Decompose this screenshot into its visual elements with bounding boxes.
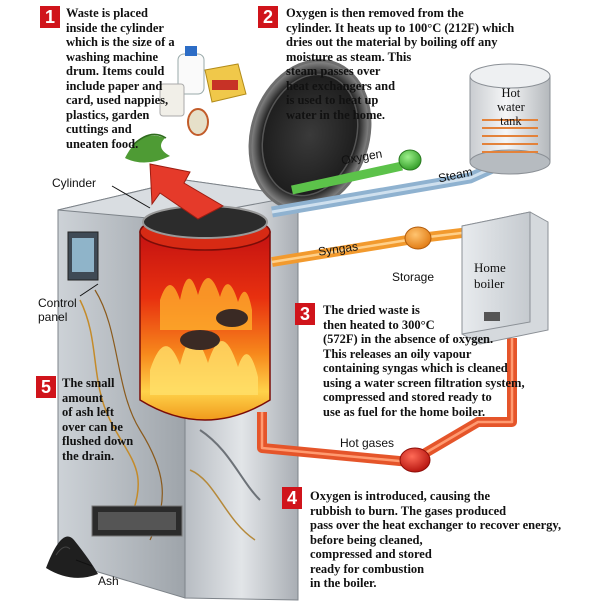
step-5-badge: 5 <box>36 376 56 398</box>
syngas-pipe <box>271 226 471 267</box>
step-3-badge: 3 <box>295 303 315 325</box>
ash-pile <box>46 536 98 578</box>
step-2-badge: 2 <box>258 6 278 28</box>
step-4-text: Oxygen is introduced, causing the rubbis… <box>310 489 562 590</box>
step-3-text: The dried waste is then heated to 300°C … <box>323 303 525 419</box>
label-ash: Ash <box>98 574 119 588</box>
cylinder <box>139 205 271 421</box>
step-1-badge: 1 <box>40 6 60 28</box>
label-cylinder: Cylinder <box>52 176 97 190</box>
leader-lines <box>75 185 151 567</box>
step-1-text: Waste is placed inside the cylinder whic… <box>66 6 175 151</box>
step-5-text: The small amount of ash left over can be… <box>62 376 134 463</box>
hot-water-tank <box>469 63 551 175</box>
step-2-text: Oxygen is then removed from the cylinder… <box>286 6 515 122</box>
waste-items <box>125 46 247 163</box>
hot-gases-pipe <box>257 338 517 473</box>
label-control-panel: Control panel <box>38 296 77 324</box>
label-hot-water-tank: Hot water tank <box>497 86 525 128</box>
oxygen-pipe <box>291 149 422 195</box>
waste-in-arrow <box>149 163 225 220</box>
step-4-badge: 4 <box>282 487 302 509</box>
home-boiler <box>461 211 549 345</box>
label-home-boiler: Home boiler <box>474 260 506 291</box>
label-hot-gases: Hot gases <box>340 436 395 450</box>
label-storage: Storage <box>392 270 435 284</box>
